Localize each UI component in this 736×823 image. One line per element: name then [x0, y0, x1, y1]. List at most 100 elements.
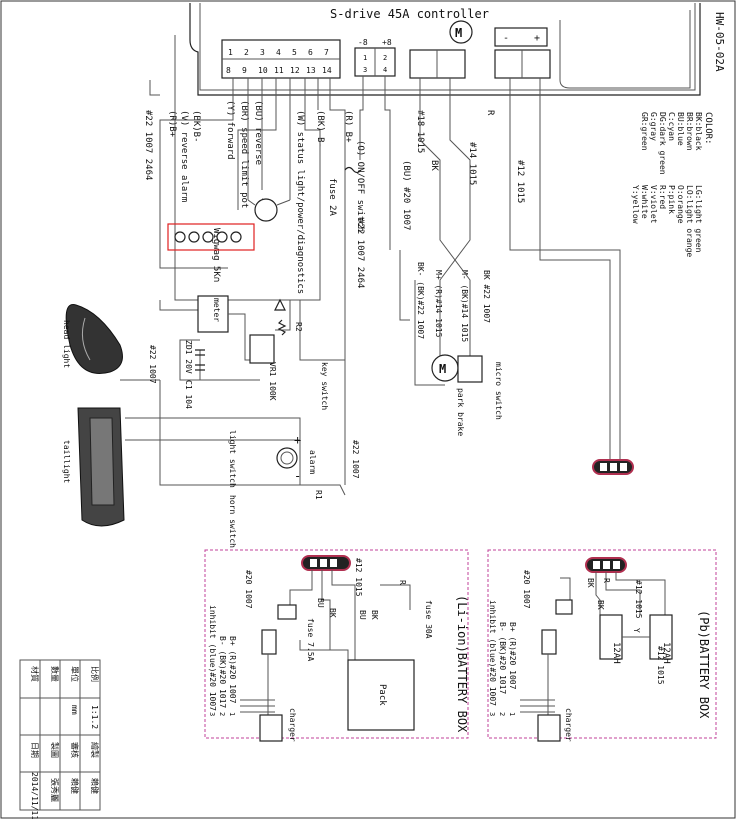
- minus8-label: -8: [358, 38, 368, 47]
- alarm-icon: [276, 447, 298, 469]
- title-block-12: 日期: [30, 742, 39, 758]
- pin-bottom-8: 8: [226, 66, 231, 75]
- harness-label-16: #12 1015: [515, 160, 525, 203]
- liion-label-9: B+ (R)#20 1007: [228, 636, 237, 704]
- harness-label-5: (R)B+: [167, 110, 177, 138]
- harness-label-6: #22 1007 2464: [143, 110, 153, 180]
- wigwag-terminal: [230, 231, 242, 243]
- title-block-2: 繪製: [90, 742, 100, 758]
- harness-label-3: (V) reverse alarm: [179, 110, 189, 202]
- lower-label-3: VR1 100K: [268, 362, 277, 401]
- title-block-0: 比例: [90, 666, 100, 682]
- color-left-6: GR:green: [640, 112, 649, 151]
- liion-label-14: 3: [208, 712, 216, 716]
- liion-label-16: charger: [288, 708, 297, 742]
- pb-charger-plug: [537, 714, 561, 742]
- color-mid-0: LG:light green: [694, 185, 703, 253]
- liion-label-2: #20 1007: [244, 570, 253, 609]
- liion-label-4: BK: [328, 608, 337, 618]
- liion-label-10: B- (BK)#20 1017: [218, 636, 227, 708]
- pb-label-6: BK: [596, 600, 605, 610]
- color-mid-4: R:red: [658, 185, 667, 209]
- lower-label-10: light switch: [228, 430, 237, 488]
- motor-label-3: BK- (BK)#22 1007: [416, 262, 425, 339]
- title-block-11: 材質: [30, 666, 40, 682]
- lower-label-9: taillight: [62, 440, 71, 484]
- pin-top-6: 6: [308, 48, 313, 57]
- harness-label-4: (BK)B-: [191, 110, 201, 143]
- pin-bottom-12: 12: [290, 66, 300, 75]
- pin-2: 2: [383, 54, 387, 62]
- harness-label-11: #22 1007 2464: [355, 218, 365, 288]
- color-mid-6: W:white: [640, 185, 649, 219]
- liion-label-8: fuse 7.5A: [306, 618, 315, 662]
- liion-pack: [347, 659, 415, 731]
- color-mid-7: Y:yellow: [631, 185, 640, 224]
- pin-top-7: 7: [324, 48, 329, 57]
- liion-charger-plug: [259, 714, 283, 742]
- motor-label-4: park brake: [456, 388, 465, 436]
- controller-title: S-drive 45A controller: [330, 7, 489, 21]
- harness-label-0: (BU) reverse: [253, 100, 263, 165]
- pin-bottom-10: 10: [258, 66, 268, 75]
- harness-label-18: R: [485, 110, 495, 116]
- led-icon: [274, 298, 286, 311]
- color-legend: COLOR:BK:blackBR:brownBU:blueC:cyanDG:da…: [631, 112, 713, 257]
- pb-label-8: 12AH: [661, 642, 671, 664]
- motor-label-0: BK #22 1007: [482, 270, 491, 323]
- battery-plug: - +: [494, 27, 551, 79]
- pb-label-0: #12 1015: [634, 580, 643, 619]
- lower-label-5: key switch: [320, 362, 329, 410]
- wigwag-terminal: [188, 231, 200, 243]
- harness-label-10: (O) ON/OFF switch: [355, 140, 365, 232]
- pb-battery-box: [487, 549, 717, 742]
- motor-symbol: M: [439, 362, 446, 376]
- color-mid-3: P:pink: [667, 185, 676, 214]
- color-left-0: BK:black: [694, 112, 703, 151]
- pb-label-9: B+ (R)#20 1007: [508, 622, 517, 690]
- controller-housing: [189, 3, 701, 96]
- title-block-3: 賴健: [90, 778, 100, 794]
- lower-label-0: meter: [212, 298, 221, 322]
- color-mid-2: O:orange: [676, 185, 685, 224]
- harness-label-17: BK: [429, 160, 439, 171]
- speed-pot-icon: [254, 198, 278, 222]
- title-block-1: 1:1.2: [90, 705, 99, 729]
- micro-switch-box: [457, 355, 483, 383]
- pin-bottom-11: 11: [274, 66, 284, 75]
- color-left-1: BR:brown: [685, 112, 694, 151]
- svg-text:+: +: [294, 433, 301, 447]
- title-block-10: 張秀麗: [50, 778, 60, 802]
- liion-title: (Li-ion)BATTERY BOX: [455, 595, 469, 733]
- vr1-box: [249, 334, 275, 364]
- liion-label-12: 1: [228, 712, 236, 716]
- pb-label-14: 3: [488, 712, 496, 716]
- title-block-13: 2014/11/11: [30, 772, 39, 819]
- pb-label-12: 1: [508, 712, 516, 716]
- lower-circuit: + -: [120, 295, 346, 496]
- pb-label-7: 12AH: [611, 642, 621, 664]
- pin-top-4: 4: [276, 48, 281, 57]
- title-block-5: mm: [70, 705, 79, 715]
- wigwag-terminal: [174, 231, 186, 243]
- title-block-6: 審核: [70, 742, 80, 758]
- liion-label-0: #12 1015: [354, 558, 363, 597]
- pb-label-11: inhibit (blue)#20 1007: [488, 600, 497, 706]
- title-block-7: 賴健: [70, 778, 80, 794]
- pin-top-2: 2: [244, 48, 249, 57]
- lower-label-2: C1 104: [184, 380, 193, 409]
- head-light-icon: [65, 304, 123, 374]
- pb-label-2: #20 1007: [522, 570, 531, 609]
- harness-label-8: (BK) B-: [315, 110, 325, 148]
- pb-label-4: R: [602, 578, 611, 583]
- taillight-icon: [77, 407, 125, 527]
- pin-top-5: 5: [292, 48, 297, 57]
- pin-bottom-13: 13: [306, 66, 316, 75]
- lower-label-12: horn switch: [228, 495, 237, 548]
- drive-motor: M: [431, 354, 483, 383]
